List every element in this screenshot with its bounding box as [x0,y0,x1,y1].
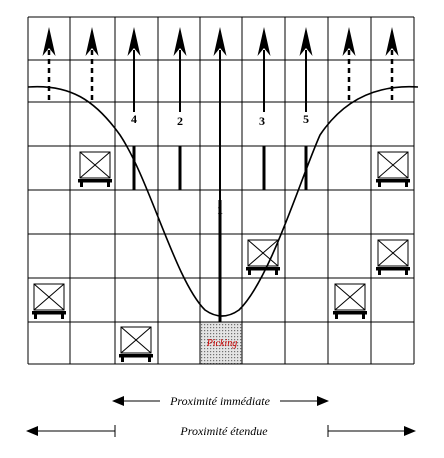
pallet-rack-icon [376,239,410,275]
legend-extended-label: Proximité étendue [179,424,268,438]
legend-immediate-label: Proximité immédiate [169,394,271,408]
aisle-arrow [127,27,141,112]
aisle-arrow [85,27,99,100]
aisle-arrow [385,27,399,100]
legend-extended [26,425,416,437]
pallet-rack-icon [246,239,280,275]
pallet-rack-icon [376,151,410,187]
aisle-arrow [213,27,227,200]
pallet-rack-icon [333,283,367,319]
aisle-number-2: 2 [177,114,183,128]
pallet-rack-icon [78,151,112,187]
pallet-rack-icon [32,283,66,319]
aisle-arrow [173,27,187,112]
aisle-arrow [42,27,56,100]
aisle-number-5: 5 [303,112,309,126]
aisle-number-1: 1 [217,203,223,217]
pallet-group [32,151,410,362]
pallet-rack-icon [119,326,153,362]
aisle-number-3: 3 [259,114,265,128]
aisle-arrows [42,27,399,200]
aisle-arrow [299,27,313,112]
legend-immediate [112,396,329,406]
aisle-arrow [342,27,356,100]
proximity-curve [27,85,419,317]
picking-label: Picking [206,338,238,349]
aisle-arrow [257,27,271,112]
aisle-number-4: 4 [131,112,137,126]
